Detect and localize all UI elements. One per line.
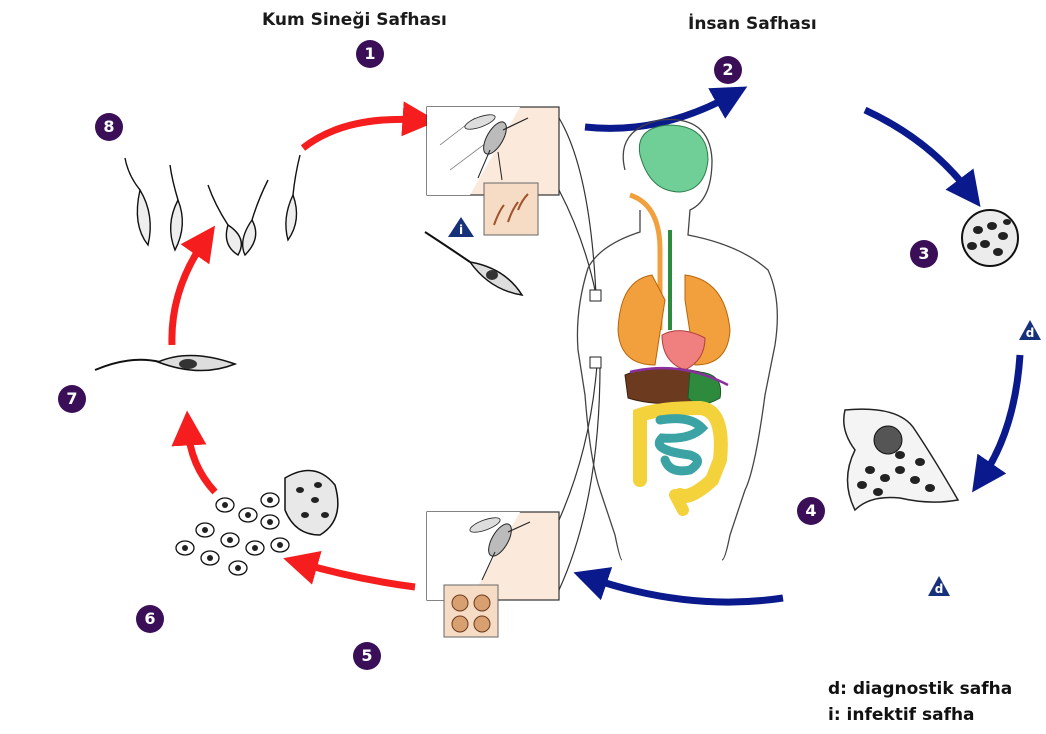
svg-text:d: d [935,582,944,596]
stomach [688,372,721,404]
legend: d: diagnostik safha i: infektif safha [828,676,1012,728]
infective-stage-marker: i [448,217,474,237]
infected-macrophage [962,210,1018,266]
arrow-3-to-4 [982,355,1020,478]
step-2-badge: 2 [714,56,742,84]
step-6-badge: 6 [136,605,164,633]
diagnostic-stage-marker-3: d [1019,320,1041,340]
step-5-badge: 5 [353,642,381,670]
arrow-8-to-1 [303,119,420,148]
svg-text:i: i [459,223,463,237]
human-stage-title: İnsan Safhası [688,14,817,34]
amastigotes-in-cell [844,409,958,510]
step-1-badge: 1 [356,40,384,68]
step-4-badge: 4 [797,497,825,525]
legend-infective: i: infektif safha [828,702,1012,728]
diagnostic-stage-marker-4: d [928,576,950,596]
legend-diagnostic: d: diagnostik safha [828,676,1012,702]
arrow-6-to-7 [188,428,215,492]
brain [639,125,708,192]
promastigote-single [95,355,235,370]
arrow-5-to-6 [300,563,415,587]
sandfly-bite-panel-top [427,107,559,235]
human-body-figure [577,120,777,561]
promastigotes-dividing [125,155,300,255]
arrow-4-to-5 [590,578,783,602]
released-amastigotes [176,470,338,575]
promastigote-infective [425,232,522,295]
arrow-2-to-3 [865,110,970,193]
sandfly-stage-title: Kum Sineği Safhası [262,10,447,30]
step-8-badge: 8 [95,113,123,141]
left-lung [618,275,665,365]
connector-bottom-panel [559,365,600,590]
arrow-1-to-2 [585,95,732,128]
small-intestine [659,419,702,471]
step-7-badge: 7 [58,385,86,413]
svg-text:d: d [1026,326,1035,340]
arrow-7-to-8 [172,240,205,345]
sandfly-bite-panel-bottom [427,512,559,637]
step-3-badge: 3 [910,240,938,268]
connector-top-panel [559,118,596,295]
